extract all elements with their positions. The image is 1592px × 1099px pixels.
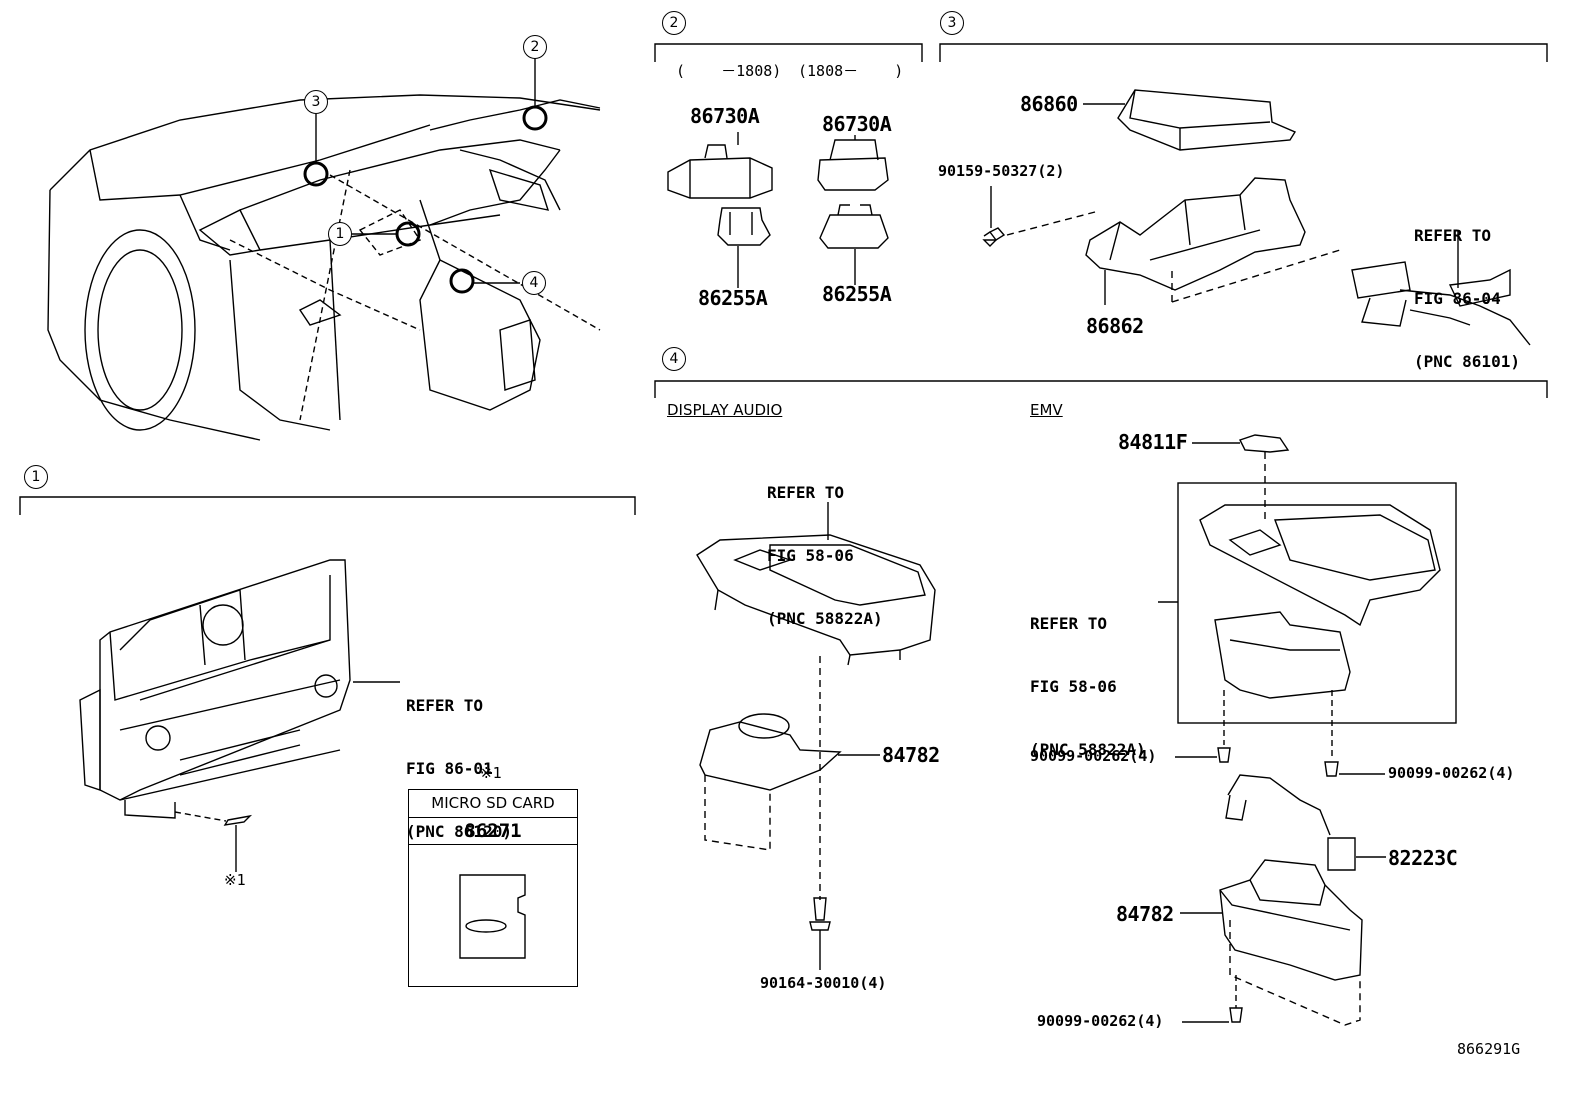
display-audio-label: DISPLAY AUDIO bbox=[667, 401, 783, 419]
car-interior-overview bbox=[47, 58, 601, 441]
part-86862: 86862 bbox=[1086, 314, 1144, 338]
part-90099-00262-right: 90099-00262(4) bbox=[1388, 764, 1515, 782]
figure-id: 866291G bbox=[1457, 1040, 1521, 1058]
part-82223C: 82223C bbox=[1388, 846, 1458, 870]
micro-sd-card-box: MICRO SD CARD 86271 bbox=[408, 789, 578, 987]
section3-drawings bbox=[982, 89, 1531, 346]
section2-range-left: ( －1808) bbox=[676, 62, 782, 80]
section1-refer-note: REFER TO FIG 86-01 (PNC 86120) bbox=[406, 696, 512, 841]
micro-sd-card-title: MICRO SD CARD bbox=[409, 790, 577, 818]
section-brackets bbox=[19, 43, 1548, 515]
section-4-marker: 4 bbox=[662, 347, 686, 371]
part-86730A-right: 86730A bbox=[822, 112, 892, 136]
emv-label: EMV bbox=[1030, 401, 1063, 419]
part-84811F: 84811F bbox=[1118, 430, 1188, 454]
section3-refer-note: REFER TO FIG 86-04 (PNC 86101) bbox=[1414, 226, 1520, 371]
section2-drawings bbox=[667, 132, 889, 288]
overview-callout-1: 1 bbox=[328, 222, 352, 246]
overview-callout-3: 3 bbox=[304, 90, 328, 114]
part-90099-00262-bottom: 90099-00262(4) bbox=[1037, 1012, 1164, 1030]
part-90099-00262-left: 90099-00262(4) bbox=[1030, 747, 1157, 765]
emv-refer-note: REFER TO FIG 58-06 (PNC 58822A) bbox=[1030, 614, 1146, 759]
section-1-marker: 1 bbox=[24, 465, 48, 489]
part-90164-30010: 90164-30010(4) bbox=[760, 974, 887, 992]
part-90159-50327: 90159-50327(2) bbox=[938, 162, 1065, 180]
part-86255A-left: 86255A bbox=[698, 286, 768, 310]
section-3-marker: 3 bbox=[940, 11, 964, 35]
part-86730A-left: 86730A bbox=[690, 104, 760, 128]
section2-range-right: (1808－ ) bbox=[798, 62, 904, 80]
part-84782-display-audio: 84782 bbox=[882, 743, 940, 767]
section1-drawings bbox=[79, 559, 526, 959]
section-2-marker: 2 bbox=[662, 11, 686, 35]
overview-callout-2: 2 bbox=[523, 35, 547, 59]
part-86860: 86860 bbox=[1020, 92, 1078, 116]
part-86271: 86271 bbox=[409, 818, 577, 845]
part-86255A-right: 86255A bbox=[822, 282, 892, 306]
section1-note-mark: ※1 bbox=[224, 871, 246, 889]
display-audio-refer-note: REFER TO FIG 58-06 (PNC 58822A) bbox=[767, 483, 883, 628]
sd-card-note-mark: ※1 bbox=[480, 764, 502, 782]
part-84782-emv: 84782 bbox=[1116, 902, 1174, 926]
section4-display-audio-drawings bbox=[696, 502, 936, 970]
overview-callout-4: 4 bbox=[522, 271, 546, 295]
section4-emv-drawings bbox=[1158, 434, 1457, 1026]
